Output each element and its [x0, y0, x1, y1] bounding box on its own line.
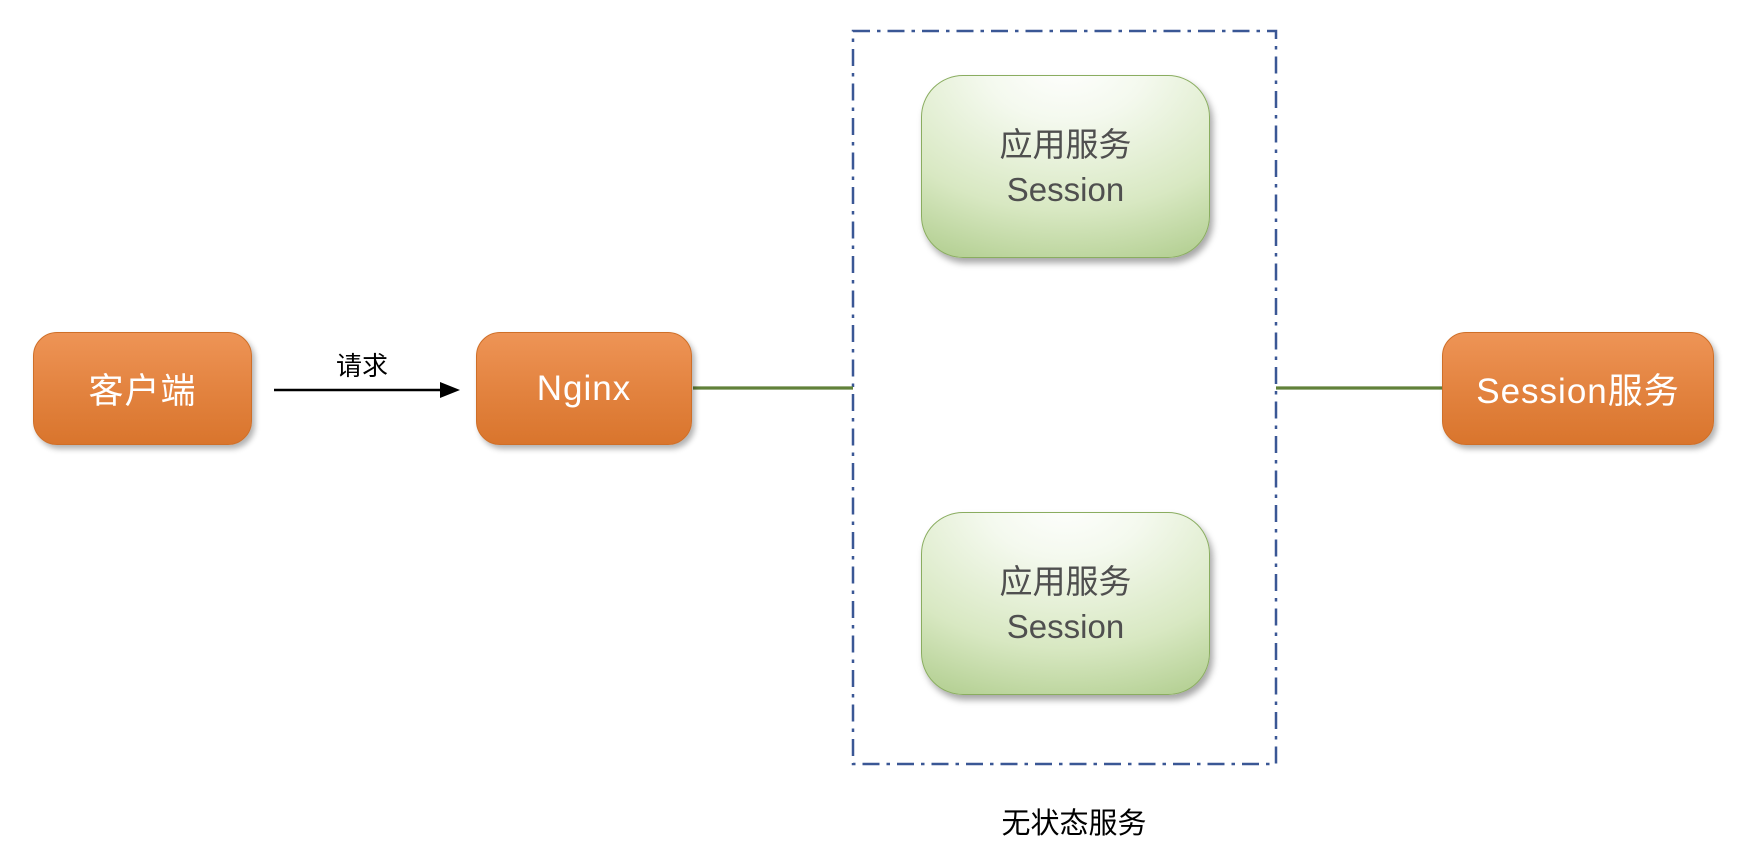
nginx-node: Nginx [476, 332, 692, 445]
request-arrow-head [440, 382, 460, 398]
client-node-label: 客户端 [88, 372, 197, 411]
app-service-node-bottom: 应用服务 Session [921, 512, 1210, 695]
nginx-node-label: Nginx [536, 368, 632, 408]
client-node: 客户端 [33, 332, 252, 445]
stateless-group-border [851, 29, 1278, 766]
session-service-node: Session服务 [1442, 332, 1714, 445]
app-service-top-label-line2: Session [1006, 170, 1125, 208]
app-service-bottom-label-line2: Session [1006, 607, 1125, 645]
app-service-bottom-label-line1: 应用服务 [999, 562, 1132, 600]
session-service-node-label: Session服务 [1476, 372, 1680, 411]
request-edge-label: 请求 [335, 351, 389, 381]
stateless-group-label: 无状态服务 [1001, 808, 1147, 840]
app-service-node-top: 应用服务 Session [921, 75, 1210, 258]
app-service-top-label-line1: 应用服务 [999, 125, 1132, 163]
